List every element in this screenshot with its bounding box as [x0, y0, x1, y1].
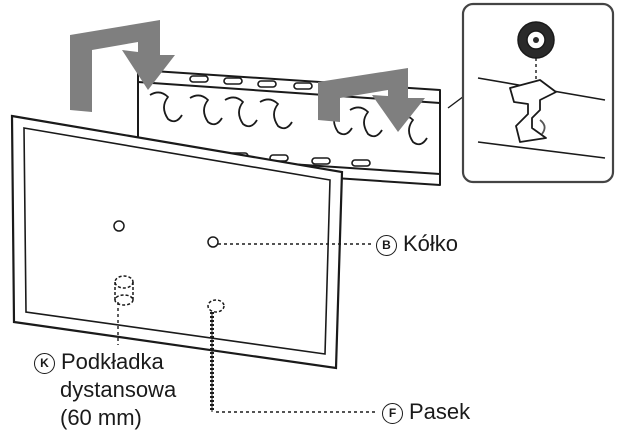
label-spacer: K Podkładka	[34, 350, 164, 374]
letter-f-badge: F	[382, 403, 403, 424]
strap-icon	[207, 299, 225, 412]
hook-icon	[509, 79, 557, 143]
detail-box	[447, 2, 615, 184]
spacer-label-line2: dystansowa	[60, 377, 177, 402]
arrow-down-icon	[70, 20, 425, 132]
spacer-label-line1: Podkładka	[61, 349, 164, 374]
tv-panel-icon	[10, 114, 344, 370]
spacer-icon	[114, 275, 134, 306]
strap-label-text: Pasek	[409, 399, 471, 424]
letter-b-badge: B	[376, 235, 397, 256]
wheel-icon	[517, 21, 555, 86]
label-wheel: B Kółko	[376, 232, 458, 256]
letter-k-badge: K	[34, 353, 55, 374]
wheel-label-text: Kółko	[403, 231, 459, 256]
spacer-label-line3: (60 mm)	[60, 405, 142, 430]
label-strap: F Pasek	[382, 400, 470, 424]
